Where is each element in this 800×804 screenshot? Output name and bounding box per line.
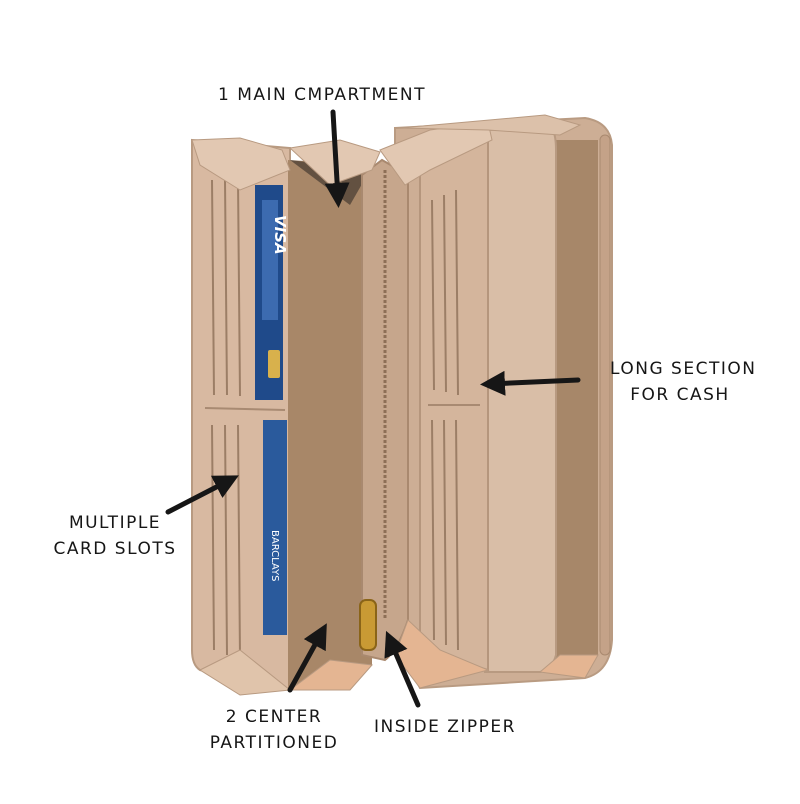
arrow-card-slots — [165, 475, 239, 515]
cash-section-lining — [545, 140, 598, 665]
arrow-long-section — [480, 370, 581, 396]
zipper-pull — [359, 599, 377, 651]
main-compartment — [288, 160, 372, 690]
label-center-partitioned: 2 CENTER PARTITIONED — [209, 707, 339, 753]
arrow-center-partitioned — [287, 623, 327, 693]
right-card-panel — [419, 128, 489, 672]
cash-section-panel — [484, 126, 557, 673]
card-visa-text: VISA — [271, 215, 289, 255]
wallet-zip-track — [599, 134, 611, 656]
card-barclays-text: BARCLAYS — [269, 530, 280, 581]
arrow-inside-zipper — [384, 630, 421, 708]
card-barclays — [263, 420, 287, 635]
label-long-section: LONG SECTION FOR CASH — [610, 359, 757, 405]
arrow-main-compartment — [324, 109, 350, 208]
label-card-slots: MULTIPLE CARD SLOTS — [53, 513, 177, 559]
label-main-compartment: 1 MAIN CMPARTMENT — [218, 85, 426, 105]
label-inside-zipper: INSIDE ZIPPER — [374, 717, 516, 737]
